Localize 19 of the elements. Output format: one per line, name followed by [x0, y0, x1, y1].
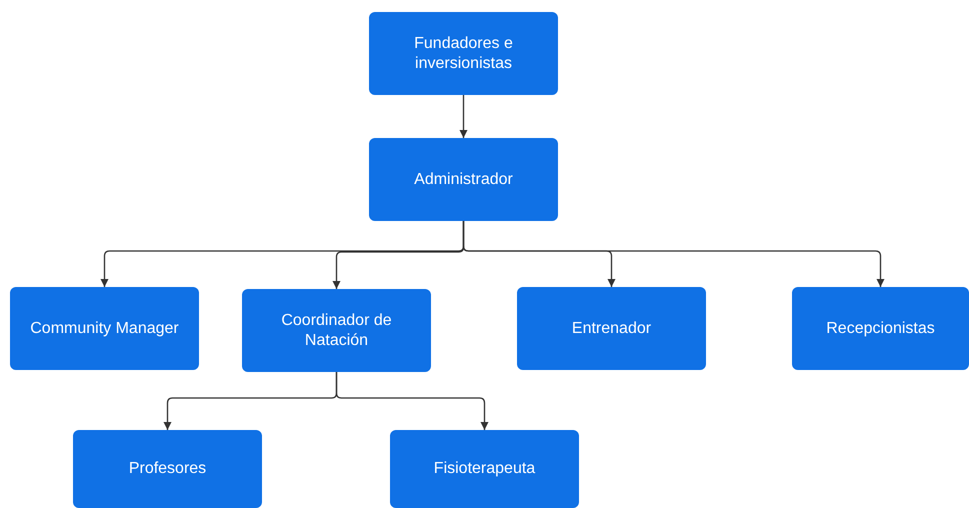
role-box	[369, 138, 558, 221]
role-label: Profesores	[128, 459, 206, 479]
role-label: Entrenador	[572, 318, 652, 338]
role-box	[73, 430, 262, 508]
role-label: Community Manager	[30, 318, 179, 338]
role-box	[242, 289, 431, 372]
connector-arrow	[460, 95, 468, 138]
role-box	[517, 287, 706, 370]
role-label: Fisioterapeuta	[434, 459, 536, 479]
connector-arrow	[336, 372, 488, 430]
role-box	[369, 12, 558, 95]
role-label: Fundadores e inversionistas	[413, 34, 514, 74]
connector-arrow	[462, 221, 884, 287]
role-box	[10, 287, 199, 370]
role-box	[390, 430, 579, 508]
role-label: Administrador	[414, 170, 513, 190]
role-label: Coordinador de Natación	[280, 310, 393, 350]
role-box	[792, 287, 969, 370]
role-label: Recepcionistas	[826, 318, 935, 338]
